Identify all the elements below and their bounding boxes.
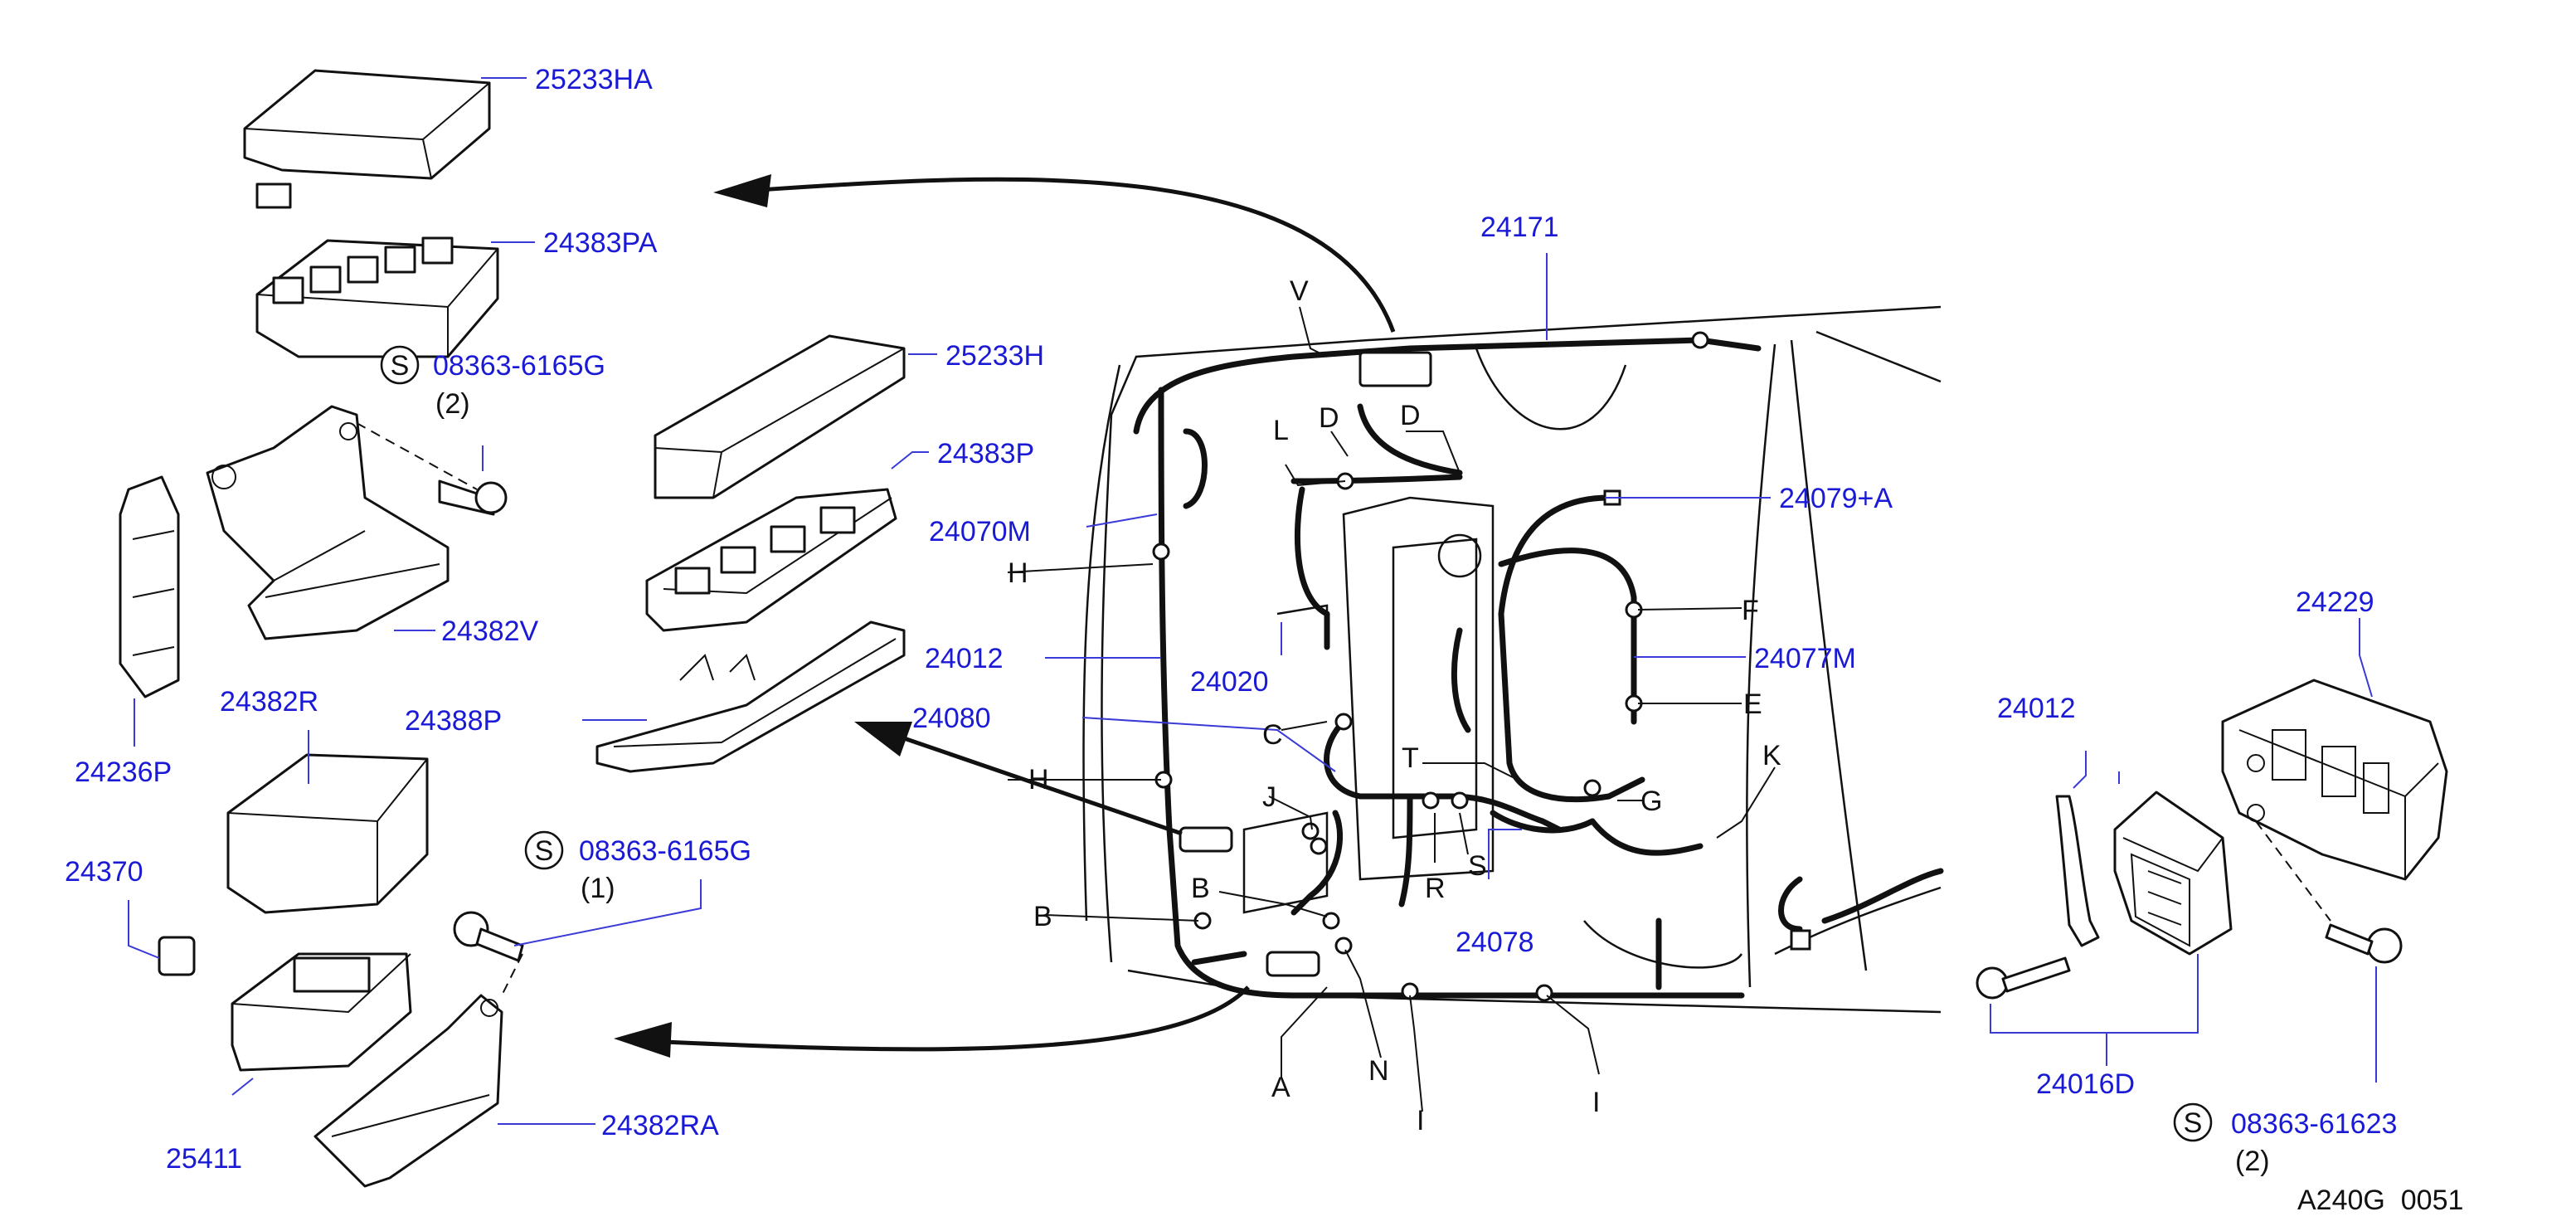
arrow-to-fuse-box-middle [854,722,1183,836]
label-24236P: 24236P [75,757,172,788]
label-25411: 25411 [166,1143,242,1175]
letter-I-1: I [1417,1105,1424,1136]
letter-T: T [1402,742,1419,774]
label-24080: 24080 [912,703,991,734]
letter-D-1: D [1319,402,1339,434]
leader-lines [128,77,2377,1125]
label-24382RA: 24382RA [601,1110,719,1141]
standard-part-symbol-2: S [524,830,564,870]
label-24016D: 24016D [2036,1068,2135,1100]
label-24382V: 24382V [441,616,539,647]
standard-part-symbol-3: S [2173,1102,2213,1142]
letter-V: V [1290,275,1309,307]
label-25233H: 25233H [945,340,1044,372]
svg-text:S: S [535,835,554,867]
fuse-block-24383PA [255,236,499,358]
bracket-24382RA [313,994,503,1188]
screw-24016D [1976,956,2071,1000]
clip-24236P [119,475,180,698]
relay-box-25411 [231,952,412,1072]
label-25233HA: 25233HA [535,64,653,95]
label-24171: 24171 [1480,212,1559,243]
letter-A: A [1271,1072,1290,1103]
label-24078: 24078 [1456,927,1534,958]
bracket-24229 [2221,679,2448,881]
qty-b: (1) [581,873,615,904]
label-08363-61623: 08363-61623 [2231,1108,2397,1140]
label-24383PA: 24383PA [543,227,658,259]
qty-c: (2) [2235,1146,2270,1177]
screw-08363-6165G-mid [453,911,524,996]
letter-leader-lines [1007,306,1776,1112]
letter-E: E [1743,688,1762,720]
letter-G: G [1640,786,1662,817]
screw-08363-6165G-top [356,422,508,516]
bracket-24382V [206,405,450,640]
label-08363-6165G-b: 08363-6165G [579,835,751,867]
qty-a: (2) [435,388,470,420]
fuse-block-24383P [645,488,897,632]
screw-08363-61623 [2255,820,2403,964]
label-24382R: 24382R [220,686,318,718]
standard-part-symbol-1: S [380,345,420,385]
label-24079A: 24079+A [1779,483,1893,514]
letter-R: R [1425,873,1446,904]
label-24370: 24370 [65,856,143,888]
letter-B-1: B [1191,873,1210,904]
letter-H-2: H [1028,764,1049,796]
letter-S: S [1468,850,1487,882]
tray-24388P [595,620,906,773]
letter-J: J [1262,781,1276,813]
fuse-box-cover-24382R [226,753,429,914]
letter-I-2: I [1592,1087,1600,1118]
letter-D-2: D [1400,400,1421,431]
fuse-box-cover-25233H [654,334,906,499]
relay-holder-24016D [2113,791,2233,956]
letter-L: L [1273,415,1289,446]
letter-K: K [1762,740,1781,771]
label-24070M: 24070M [929,516,1031,547]
label-24020: 24020 [1190,666,1269,698]
label-24383P: 24383P [937,438,1034,470]
letter-C: C [1262,719,1283,751]
fuse-box-cover-25233HA [243,69,491,209]
label-08363-6165G-a: 08363-6165G [433,350,605,382]
label-24229: 24229 [2296,586,2374,618]
arrow-to-relay-box [614,985,1250,1058]
clip-24370 [158,936,196,976]
label-24077M: 24077M [1754,643,1856,674]
label-24388P: 24388P [405,705,502,737]
letter-B-2: B [1033,901,1052,932]
harness-nodes [1152,331,1811,1002]
diagram-code: A240G 0051 [2297,1185,2463,1216]
arrow-to-fuse-box-top [713,174,1396,333]
svg-text:S: S [2184,1107,2203,1139]
ground-strap-24012 [2055,795,2100,947]
letter-N: N [1368,1055,1389,1087]
svg-text:S: S [391,350,410,382]
label-24012-right: 24012 [1997,693,2076,724]
letter-F: F [1742,595,1759,626]
letter-H-1: H [1008,557,1028,589]
wiring-harness [1133,337,1944,999]
label-24012: 24012 [925,643,1004,674]
